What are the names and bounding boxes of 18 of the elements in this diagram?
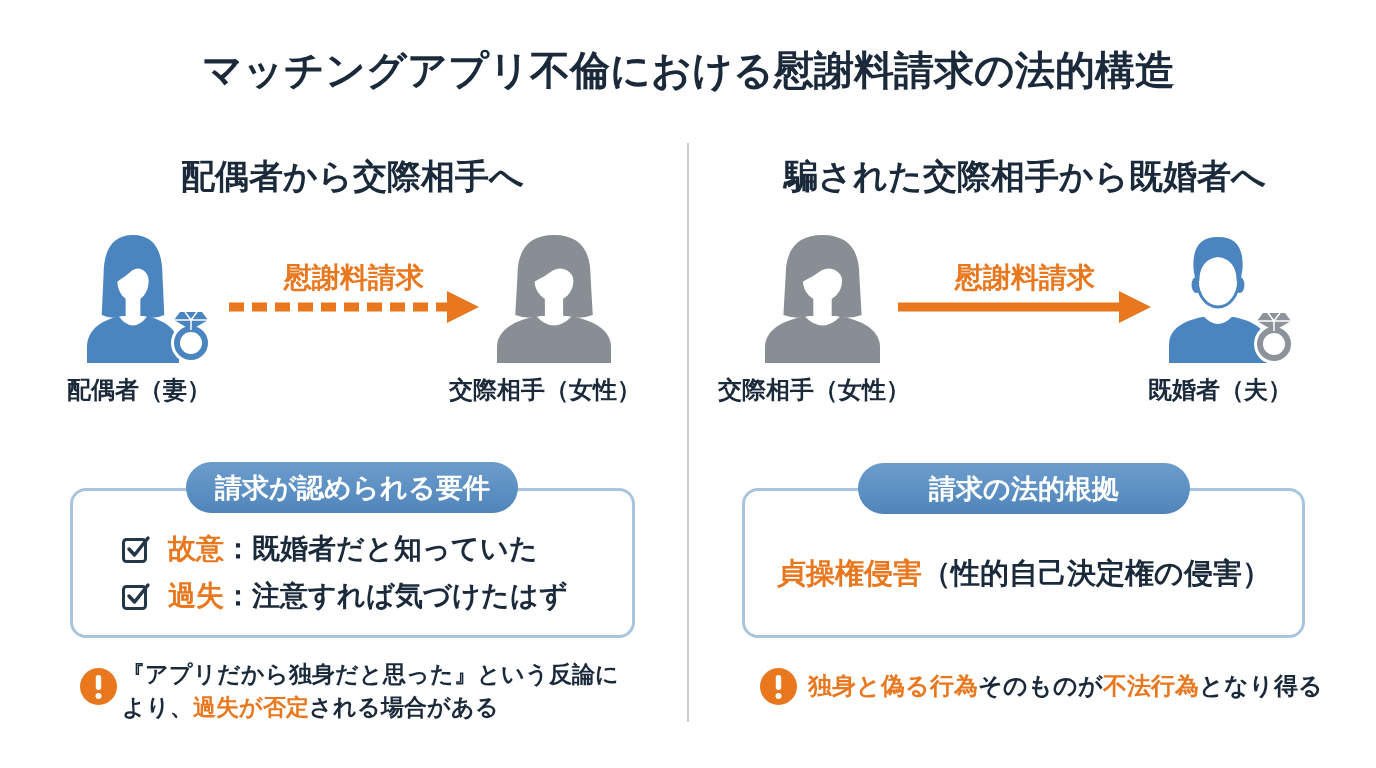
person-icon [765,235,880,363]
heading-pill: 請求が認められる要件 [186,462,518,513]
person-name: 配偶者（妻） [67,375,211,405]
note-text: 『アプリだから独身だと思った』という反論により、過失が否定される場合がある [122,660,620,722]
checklist-text: 故意：既婚者だと知っていた [168,531,538,567]
person-name: 交際相手（女性） [449,375,641,405]
arrow [898,291,1151,323]
heading-pill: 請求の法的根拠 [858,463,1190,514]
note-text: 独身と偽る行為そのものが不法行為となり得る [808,670,1323,702]
person-name: 交際相手（女性） [718,375,910,405]
checklist-text: 過失：注意すれば気づけたはず [168,578,568,614]
arrow [229,291,479,323]
body-text: 貞操権侵害（性的自己決定権の侵害） [776,555,1271,591]
section-heading: 騙された交際相手から既婚者へ [784,154,1266,198]
person-icon [497,235,611,363]
section-heading: 配偶者から交際相手へ [180,154,524,198]
person-name: 既婚者（夫） [1148,375,1292,405]
page-title: マッチングアプリ不倫における慰謝料請求の法的構造 [201,46,1175,95]
